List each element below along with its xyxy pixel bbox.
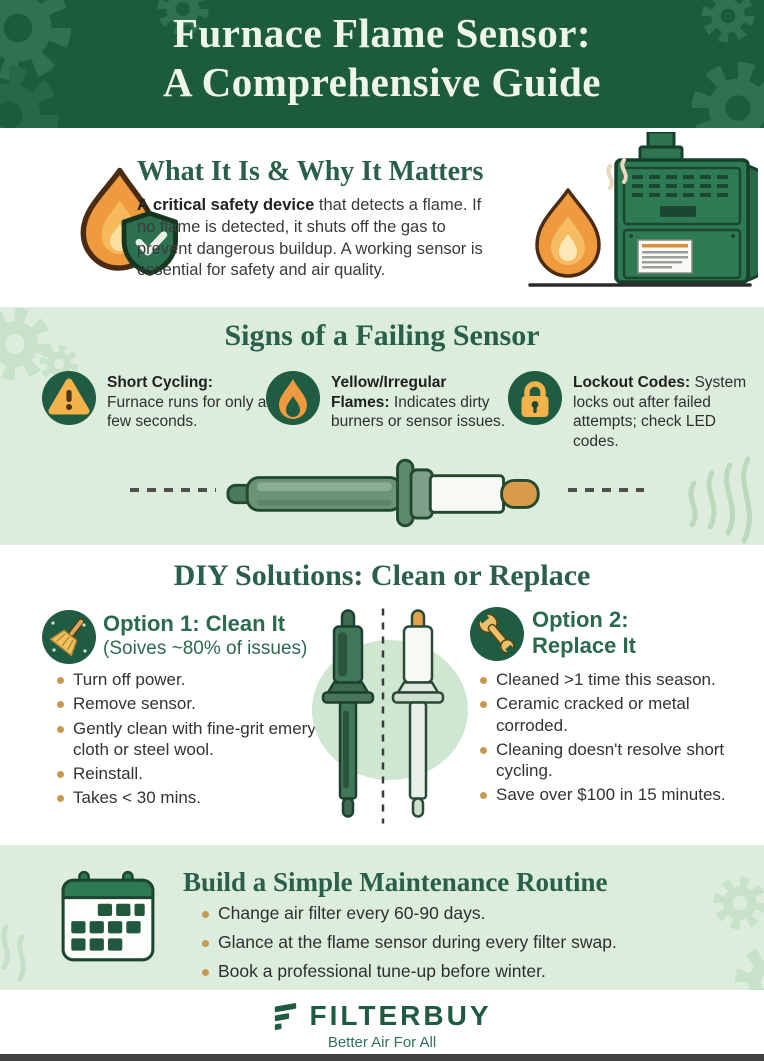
section-diy: DIY Solutions: Clean or Replace Option 1… (0, 545, 764, 845)
brand-lockup: FILTERBUY (0, 1000, 764, 1032)
gear-icon (0, 307, 52, 381)
page-title-line1: Furnace Flame Sensor: (172, 10, 592, 56)
header-banner: Furnace Flame Sensor: A Comprehensive Gu… (0, 0, 764, 128)
furnace-icon (528, 132, 758, 287)
sign-item-short-cycling: Short Cycling: Furnace runs for only a f… (42, 371, 268, 432)
list-item: Turn off power. (55, 669, 319, 690)
broom-icon (42, 610, 96, 664)
gear-icon (691, 61, 764, 128)
section-body: A critical safety device that detects a … (137, 195, 503, 282)
sign-desc: Indicates dirty burners or sensor issues… (331, 393, 506, 431)
list-item: Glance at the flame sensor during every … (200, 932, 700, 954)
list-item: Gently clean with fine-grit emery cloth … (55, 718, 319, 761)
dash-decoration (130, 488, 216, 492)
section-heading: What It Is & Why It Matters (137, 156, 484, 187)
sign-title: Short Cycling: (107, 374, 213, 391)
list-item: Ceramic cracked or metal corroded. (478, 693, 748, 736)
section-what-it-is: What It Is & Why It Matters A critical s… (0, 128, 764, 307)
list-item: Takes < 30 mins. (55, 787, 319, 808)
section-signs: Signs of a Failing Sensor Short Cycling:… (0, 307, 764, 545)
gear-icon (713, 876, 764, 930)
option2-title-line1: Option 2: (532, 607, 629, 632)
section-maintenance: Build a Simple Maintenance Routine Chang… (0, 845, 764, 990)
list-item: Cleaned >1 time this season. (478, 669, 748, 690)
maintenance-list: Change air filter every 60-90 days. Glan… (200, 903, 700, 990)
option2-list: Cleaned >1 time this season. Ceramic cra… (478, 669, 748, 809)
calendar-icon (61, 870, 155, 962)
section-heading: Build a Simple Maintenance Routine (183, 867, 608, 897)
sign-item-yellow-flames: Yellow/Irregular Flames: Indicates dirty… (266, 371, 508, 432)
dirty-vs-clean-sensor-icon (321, 608, 445, 824)
flame-icon (266, 371, 320, 425)
gear-icon (0, 0, 71, 81)
option2-title-line2: Replace It (532, 632, 636, 658)
option1-title: Option 1: Clean It (103, 611, 286, 636)
section-heading: Signs of a Failing Sensor (224, 319, 540, 352)
body-text: that detects a flame. If no flame is det… (137, 196, 483, 280)
gear-icon (701, 0, 755, 43)
section-heading: DIY Solutions: Clean or Replace (173, 559, 591, 592)
heat-waves-icon (688, 456, 752, 544)
sign-title: Yellow/Irregular Flames: (331, 374, 447, 411)
option1-subtitle: (Soives ~80% of issues) (103, 638, 308, 659)
list-item: Remove sensor. (55, 693, 319, 714)
page-title: Furnace Flame Sensor: A Comprehensive Gu… (0, 9, 764, 107)
sign-text: Lockout Codes: System locks out after fa… (573, 371, 750, 452)
lock-icon (508, 371, 562, 425)
wrench-icon (470, 607, 524, 661)
gear-icon (0, 65, 59, 128)
sign-text: Yellow/Irregular Flames: Indicates dirty… (331, 371, 508, 432)
brand-tagline: Better Air For All (327, 1034, 437, 1051)
sign-desc: System locks out after failed attempts; … (573, 374, 747, 451)
brand-name: FILTERBUY (309, 1000, 492, 1031)
sign-text: Short Cycling: Furnace runs for only a f… (107, 371, 268, 432)
sign-desc: Furnace runs for only a few seconds. (107, 393, 267, 431)
page-title-line2: A Comprehensive Guide (163, 59, 601, 106)
gear-icon (157, 0, 209, 35)
bottom-border (0, 1054, 764, 1061)
footer: FILTERBUY Better Air For All (0, 990, 764, 1054)
flame-shield-icon (80, 167, 178, 276)
option1-list: Turn off power. Remove sensor. Gently cl… (55, 669, 319, 812)
sign-item-lockout-codes: Lockout Codes: System locks out after fa… (508, 371, 750, 452)
option2-title: Option 2: Replace It (532, 607, 636, 659)
body-bold-text: A critical safety device (137, 196, 315, 214)
gear-icon (734, 946, 764, 990)
list-item: Book a professional tune-up before winte… (200, 961, 700, 983)
list-item: Reinstall. (55, 763, 319, 784)
gear-icon (39, 344, 79, 384)
filterbuy-logo-icon (275, 1003, 297, 1030)
flame-sensor-rod-icon (226, 458, 540, 528)
list-item: Change air filter every 60-90 days. (200, 903, 700, 925)
sign-title: Lockout Codes: (573, 374, 691, 391)
list-item: Save over $100 in 15 minutes. (478, 784, 748, 805)
dash-decoration (568, 488, 644, 492)
heat-waves-icon (1, 924, 26, 982)
warning-triangle-icon (42, 371, 96, 425)
list-item: Cleaning doesn't resolve short cycling. (478, 739, 748, 782)
